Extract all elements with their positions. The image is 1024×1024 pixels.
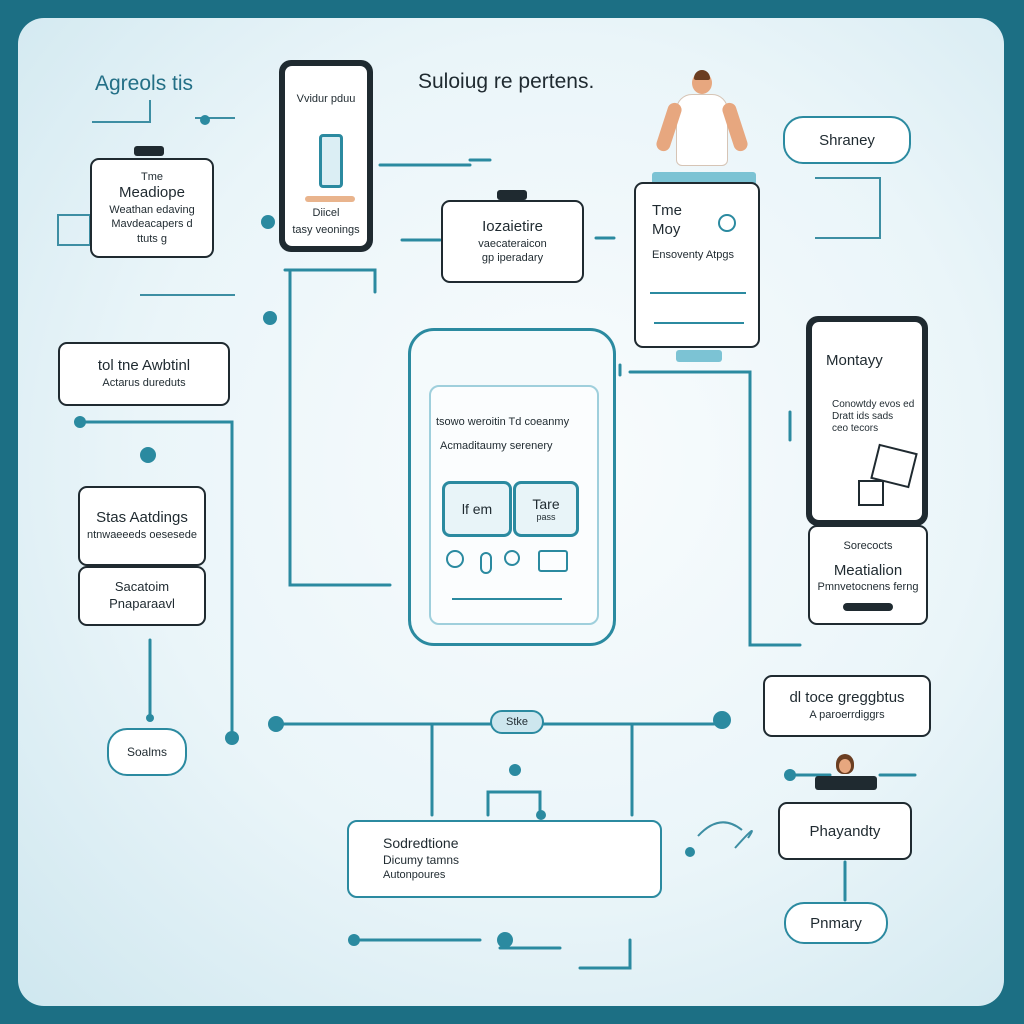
doctor-card[interactable]: Tme Moy Ensoventy Atpgs [634, 182, 760, 348]
phone-mini-device-icon [319, 134, 343, 188]
box-pharmacy[interactable]: Phayandty [778, 802, 912, 860]
box-left-stack-bottom-line1: Sacatoim [114, 579, 170, 595]
doctor-card-line1: Tme [652, 202, 682, 219]
left-title: Agreols tis [95, 72, 194, 95]
box-bottom-center-line3: Autonpoures [383, 869, 446, 882]
tablet-button-right-sub: pass [536, 512, 556, 522]
box-right-mid-home-bar [843, 602, 893, 611]
doctor-card-line3: Ensoventy Atpgs [652, 248, 734, 261]
tablet-button-right-label: Tare [532, 496, 560, 512]
box-left-stack-top-line2: ntnwaeeeds oesesede [86, 529, 198, 542]
box-left-mid-line2: Actarus dureduts [102, 377, 186, 390]
tablet-line1: tsowo weroitin Td coeanmy [436, 416, 570, 428]
box-left-stack-top-line1: Stas Aatdings [96, 509, 188, 527]
box-left-top-line1: Tme [141, 171, 163, 184]
doctor-card-dial-icon [718, 214, 736, 232]
box-right-lower[interactable]: dl toce greggbtus A paroerrdiggrs [763, 675, 931, 737]
phone-right-square-icon [858, 480, 884, 506]
box-bottom-center-line2: Dicumy tamns [383, 852, 460, 867]
box-right-lower-line2: A paroerrdiggrs [809, 709, 885, 722]
tablet-button-right[interactable]: Tare pass [513, 481, 579, 537]
box-center-top-line3: gp iperadary [481, 251, 544, 264]
pharmacy-tab [815, 776, 877, 790]
box-center-top-tab [497, 190, 527, 200]
box-right-mid[interactable]: Sorecocts Meatialion Pmnvetocnens ferng [808, 525, 928, 625]
box-right-mid-line2: Meatialion [833, 561, 903, 579]
box-center-top[interactable]: Iozaietire vaecateraicon gp iperadary [441, 200, 584, 283]
box-bottom-center[interactable]: Sodredtione Dicumy tamns Autonpoures [347, 820, 662, 898]
box-left-stack-bottom-line2: Pnaparaavl [109, 596, 175, 611]
phone-top-line2: Diicel [312, 207, 340, 219]
box-right-mid-line1: Sorecocts [843, 540, 893, 553]
box-left-top-line5: ttuts g [137, 232, 167, 245]
phone-top-bar [305, 196, 355, 202]
box-left-mid[interactable]: tol tne Awbtinl Actarus dureduts [58, 342, 230, 406]
pill-bottom-right[interactable]: Pnmary [784, 902, 888, 944]
box-center-top-line1: Iozaietire [482, 217, 543, 235]
pill-left-bottom[interactable]: Soalms [107, 728, 187, 776]
box-left-top-line3: Weathan edaving [109, 204, 195, 217]
box-bottom-center-line1: Sodredtione [383, 835, 459, 852]
doctor-card-line-decor [650, 292, 746, 294]
box-left-stack-top[interactable]: Stas Aatdings ntnwaeeeds oesesede [78, 486, 206, 566]
box-left-stack-bottom[interactable]: Sacatoim Pnaparaavl [78, 566, 206, 626]
box-left-top-tab [134, 146, 164, 156]
pill-top-right[interactable]: Shraney [783, 116, 911, 164]
box-left-top-line2: Meadiope [119, 184, 185, 202]
pharmacist-avatar [830, 754, 860, 778]
hub-label[interactable]: Stke [490, 710, 544, 734]
tablet-icons-row [446, 550, 576, 606]
tablet-line2: Acmaditaumy serenery [440, 440, 553, 452]
phone-top[interactable]: Vvidur pduu Diicel tasy veonings [279, 60, 373, 252]
box-center-top-line2: vaecateraicon [478, 237, 547, 250]
doctor-card-line2: Moy [652, 220, 681, 238]
center-title: Suloiug re pertens. [418, 70, 595, 93]
box-left-top[interactable]: Tme Meadiope Weathan edaving Mavdeacaper… [90, 158, 214, 258]
phone-right-text2: Dratt ids sads [832, 411, 894, 422]
phone-right-text1: Conowtdy evos ed [832, 399, 915, 410]
phone-right[interactable]: Montayy Conowtdy evos ed Dratt ids sads … [806, 316, 928, 526]
box-right-mid-line3: Pmnvetocnens ferng [817, 581, 919, 594]
tablet-button-left[interactable]: lf em [442, 481, 512, 537]
phone-top-line3: tasy veonings [292, 224, 360, 236]
doctor-figure [654, 70, 750, 182]
box-left-mid-line1: tol tne Awbtinl [97, 357, 191, 375]
phone-right-text3: ceo tecors [832, 423, 879, 434]
box-right-lower-line1: dl toce greggbtus [789, 689, 905, 707]
doctor-card-icons [654, 306, 744, 324]
doctor-card-base [676, 350, 722, 362]
phone-right-title: Montayy [826, 352, 883, 369]
box-left-top-line4: Mavdeacapers d [111, 218, 193, 231]
phone-top-line1: Vvidur pduu [296, 93, 356, 105]
